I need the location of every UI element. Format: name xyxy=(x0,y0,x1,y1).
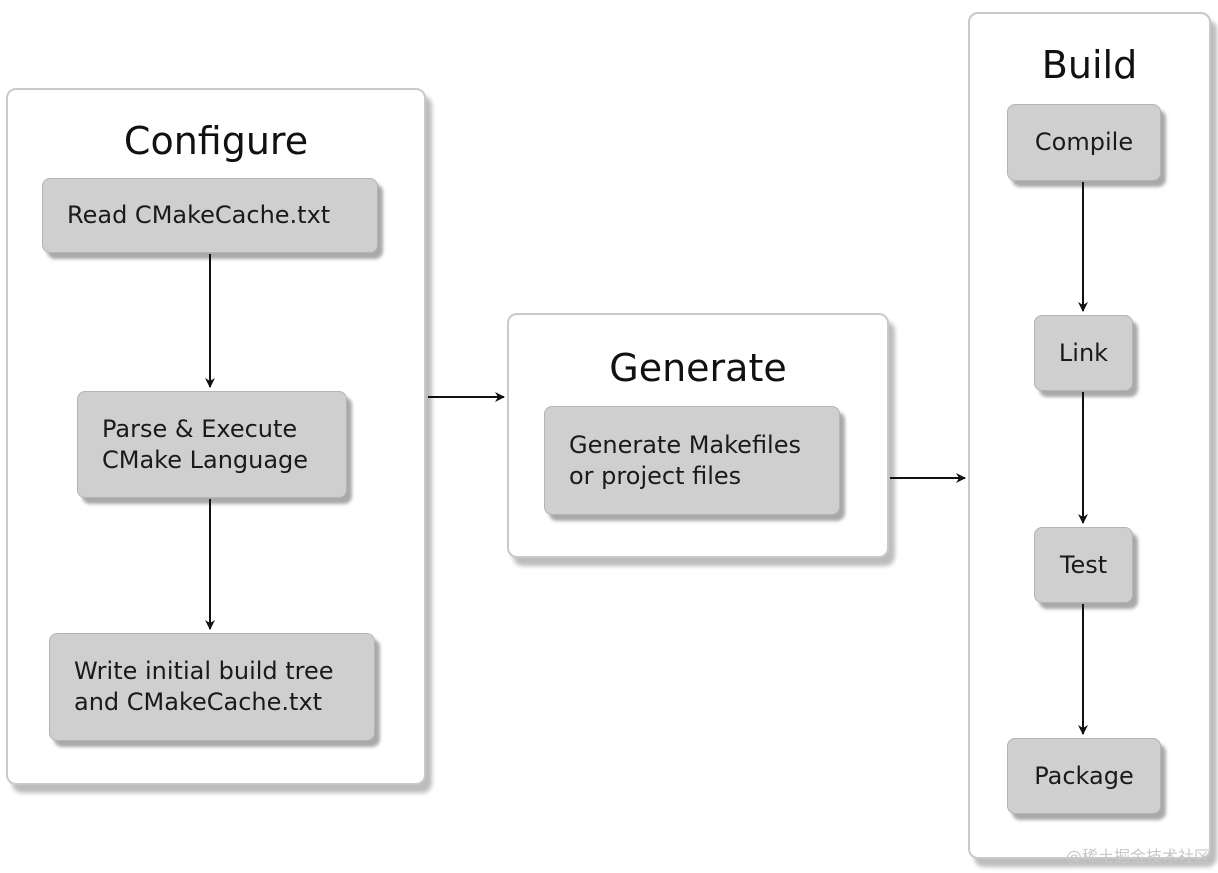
generate-step-makefiles-line-2: or project files xyxy=(569,461,742,490)
build-title: Build xyxy=(1041,43,1138,87)
configure-step-read-cache: Read CMakeCache.txt xyxy=(42,178,378,253)
configure-step-parse-execute: Parse & Execute CMake Language xyxy=(77,391,347,498)
build-step-link-label: Link xyxy=(1058,338,1109,367)
build-step-package-label: Package xyxy=(1034,761,1134,790)
configure-title: Configure xyxy=(123,119,309,163)
build-step-package: Package xyxy=(1007,738,1161,814)
configure-step-write-build-tree-line-2: and CMakeCache.txt xyxy=(74,688,323,716)
build-step-test: Test xyxy=(1034,527,1133,603)
build-step-link: Link xyxy=(1034,315,1133,391)
build-step-compile: Compile xyxy=(1007,104,1161,181)
configure-step-write-build-tree-line-1: Write initial build tree xyxy=(74,657,334,685)
generate-title: Generate xyxy=(609,346,787,390)
configure-step-read-cache-line-1: Read CMakeCache.txt xyxy=(67,201,331,229)
configure-step-parse-execute-line-1: Parse & Execute xyxy=(102,414,298,443)
build-step-test-label: Test xyxy=(1059,550,1108,579)
watermark: @稀土掘金技术社区 xyxy=(1065,847,1210,866)
generate-step-makefiles: Generate Makefiles or project files xyxy=(544,406,840,515)
configure-step-write-build-tree: Write initial build tree and CMakeCache.… xyxy=(49,633,375,741)
build-step-compile-label: Compile xyxy=(1034,128,1134,156)
configure-step-parse-execute-line-2: CMake Language xyxy=(102,445,309,474)
generate-step-makefiles-line-1: Generate Makefiles xyxy=(569,430,801,459)
